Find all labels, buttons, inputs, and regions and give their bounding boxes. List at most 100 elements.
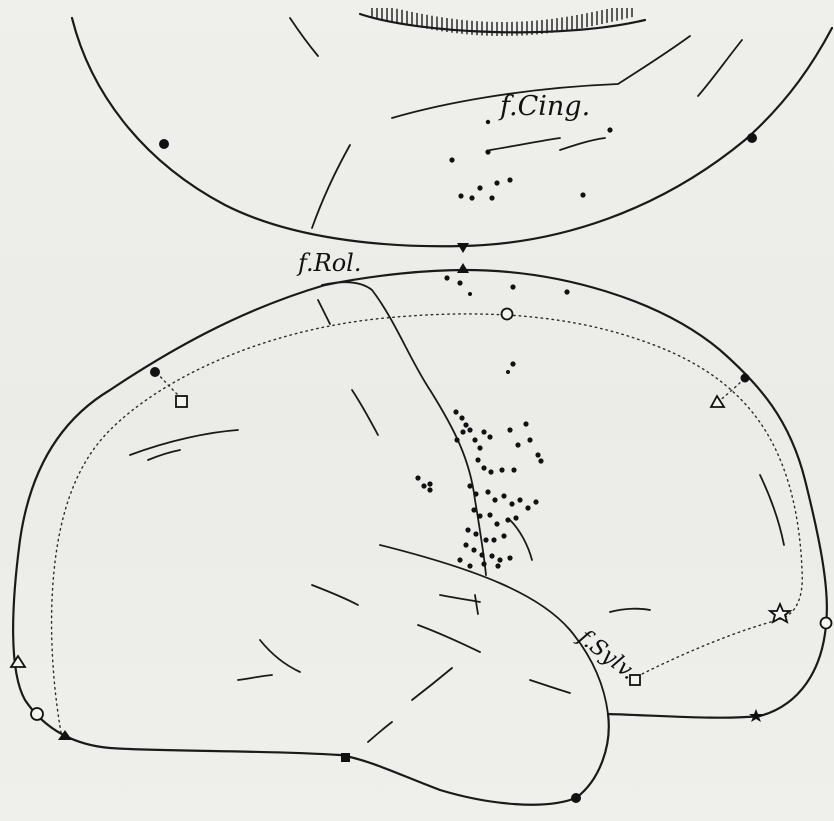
lateral-sulcus-d bbox=[352, 390, 378, 435]
stimulation-point bbox=[481, 429, 486, 434]
lateral-sulcus-e bbox=[312, 585, 358, 605]
stimulation-point bbox=[481, 465, 486, 470]
stimulation-point bbox=[491, 537, 496, 542]
stimulation-point bbox=[457, 557, 462, 562]
stimulation-point bbox=[489, 195, 494, 200]
stimulation-point bbox=[489, 553, 494, 558]
lateral-stimulation-points bbox=[415, 275, 569, 568]
filled-circle-marker bbox=[741, 374, 750, 383]
stimulation-point bbox=[475, 457, 480, 462]
stimulation-point bbox=[507, 177, 512, 182]
stimulation-point bbox=[564, 289, 569, 294]
filled-circle-marker bbox=[159, 139, 169, 149]
stimulation-point bbox=[494, 521, 499, 526]
stimulation-point bbox=[477, 445, 482, 450]
stimulation-point bbox=[507, 555, 512, 560]
stimulation-point bbox=[444, 275, 449, 280]
medial-sulcus-b bbox=[698, 40, 742, 96]
stimulation-point bbox=[538, 458, 543, 463]
stimulation-point bbox=[481, 561, 486, 566]
stimulation-point bbox=[495, 563, 500, 568]
stimulation-point bbox=[459, 415, 464, 420]
stimulation-point bbox=[501, 533, 506, 538]
filled-circle-marker bbox=[571, 793, 581, 803]
stimulation-point bbox=[467, 563, 472, 568]
rolandic-label: f.Rol. bbox=[296, 249, 361, 277]
stimulation-point bbox=[510, 284, 515, 289]
stimulation-point bbox=[421, 483, 426, 488]
stimulation-point bbox=[533, 499, 538, 504]
medial-stimulation-points bbox=[449, 120, 612, 201]
stimulation-point bbox=[515, 442, 520, 447]
open-triangle-marker bbox=[711, 396, 724, 407]
medial-sulcus-e bbox=[560, 138, 605, 150]
filled-triangle-marker bbox=[457, 263, 469, 273]
stimulation-point bbox=[485, 489, 490, 494]
stimulation-point bbox=[472, 437, 477, 442]
open-square-marker bbox=[630, 675, 640, 685]
stimulation-point bbox=[427, 487, 432, 492]
stimulation-point bbox=[473, 531, 478, 536]
filled-square-marker bbox=[341, 753, 350, 762]
stimulation-point bbox=[487, 512, 492, 517]
lateral-sulcus-c bbox=[148, 450, 180, 460]
open-circle-marker bbox=[821, 618, 832, 629]
lateral-sulcus-j bbox=[412, 668, 452, 700]
medial-hemisphere-view: f.Cing. bbox=[72, 8, 832, 253]
stimulation-point bbox=[494, 180, 499, 185]
stimulation-point bbox=[467, 483, 472, 488]
stimulation-point bbox=[511, 467, 516, 472]
lateral-outline bbox=[13, 270, 827, 805]
open-circle-marker bbox=[502, 309, 513, 320]
stimulation-point bbox=[499, 467, 504, 472]
lateral-sulcus-b bbox=[130, 430, 238, 455]
stimulation-point bbox=[467, 427, 472, 432]
star-marker bbox=[749, 709, 763, 722]
medial-sulcus-a bbox=[290, 18, 318, 56]
lateral-hemisphere-view: f.Sylv. f.Rol. bbox=[11, 249, 832, 805]
stimulation-point bbox=[471, 547, 476, 552]
stimulation-point bbox=[525, 505, 530, 510]
lateral-sulcus-g bbox=[440, 595, 480, 602]
stimulation-point bbox=[509, 501, 514, 506]
temporal-edge bbox=[380, 545, 608, 714]
stimulation-point bbox=[427, 481, 432, 486]
stimulation-point bbox=[460, 429, 465, 434]
cingulate-label: f.Cing. bbox=[498, 91, 590, 122]
filled-circle-marker bbox=[150, 367, 160, 377]
stimulation-point bbox=[505, 517, 510, 522]
stimulation-point bbox=[471, 507, 476, 512]
stimulation-point bbox=[454, 437, 459, 442]
stimulation-point bbox=[487, 434, 492, 439]
stimulation-point bbox=[449, 157, 454, 162]
open-square-marker bbox=[176, 396, 187, 407]
stimulation-point bbox=[517, 497, 522, 502]
stimulation-point bbox=[469, 195, 474, 200]
stimulation-point bbox=[507, 427, 512, 432]
rolandic-sulcus bbox=[322, 282, 486, 575]
stimulation-point bbox=[415, 475, 420, 480]
stimulation-point bbox=[535, 452, 540, 457]
stimulation-point bbox=[486, 120, 490, 124]
stimulation-point bbox=[513, 515, 518, 520]
stimulation-point bbox=[453, 409, 458, 414]
filled-triangle-marker bbox=[457, 243, 469, 253]
stimulation-point bbox=[468, 292, 472, 296]
dotted-boundary bbox=[52, 314, 803, 738]
stimulation-point bbox=[473, 491, 478, 496]
lateral-sulcus-a bbox=[318, 300, 330, 324]
filled-triangle-marker bbox=[58, 730, 72, 740]
stimulation-point bbox=[485, 149, 490, 154]
stimulation-point bbox=[479, 552, 484, 557]
stimulation-point bbox=[497, 557, 502, 562]
stimulation-point bbox=[477, 185, 482, 190]
stimulation-point bbox=[527, 437, 532, 442]
lateral-sulcus-k bbox=[368, 722, 392, 742]
stimulation-point bbox=[463, 542, 468, 547]
lateral-sulcus-n bbox=[610, 609, 650, 612]
lateral-sulcus-p bbox=[475, 595, 478, 614]
stimulation-point bbox=[506, 370, 510, 374]
stimulation-point bbox=[477, 513, 482, 518]
